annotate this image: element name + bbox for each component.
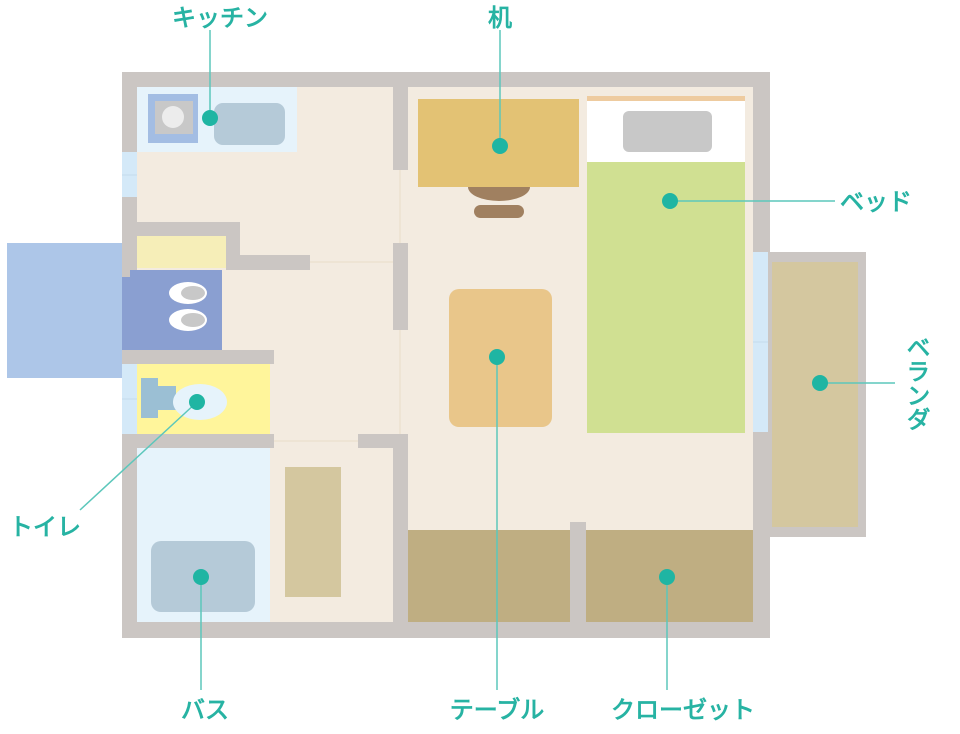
stove [214,103,285,145]
closet-divider [570,522,586,622]
veranda-floor [772,262,858,527]
toilet-tank [141,378,176,418]
closet-marker [659,569,675,585]
storage-shelf [285,467,341,597]
wall [122,350,274,364]
wall [393,243,408,330]
leader-lines [79,30,895,690]
toilet-marker [189,394,205,410]
bed-headboard [587,96,745,101]
entry-step [137,236,226,268]
wall [122,434,274,448]
shoes-icon [169,282,207,331]
label-toilet: トイレ [9,513,81,541]
bath-marker [193,569,209,585]
wall [393,434,408,622]
shoe-area [130,270,222,350]
pillow [623,111,712,152]
label-kitchen: キッチン [172,4,268,32]
sink-drain [162,106,184,128]
kitchen-marker [202,110,218,126]
label-desk: 机 [488,4,512,32]
veranda-marker [812,375,828,391]
label-bed: ベッド [840,188,912,216]
wall [393,87,408,170]
wall [137,222,240,236]
chair-seat [468,187,530,201]
label-veranda: ベランダ [902,335,930,431]
label-bath: バス [181,696,229,724]
wall [226,255,310,270]
label-table: テーブル [450,696,545,724]
closet-left [408,530,570,622]
table-marker [489,349,505,365]
entrance-area [7,243,125,378]
bed-marker [662,193,678,209]
chair-back [474,205,524,218]
desk-marker [492,138,508,154]
label-closet: クローゼット [611,696,755,724]
